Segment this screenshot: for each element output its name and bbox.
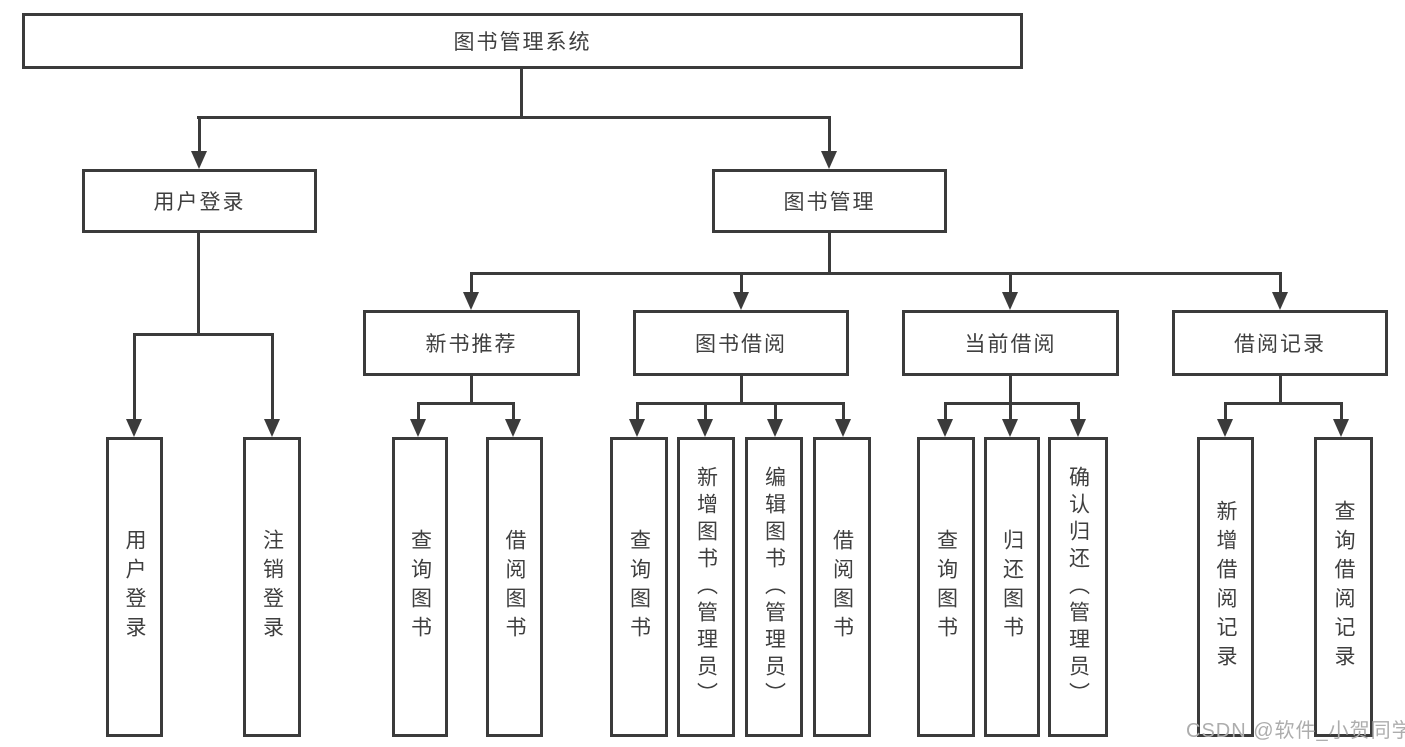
connector-line (636, 402, 639, 422)
node-borrowing-records-label: 借阅记录 (1234, 333, 1326, 356)
leaf-logout: 注销登录 (243, 437, 301, 737)
leaf-query-books-borrowing-label: 查询图书 (627, 529, 651, 645)
leaf-borrow-books-borrowing: 借阅图书 (813, 437, 871, 737)
arrow-down-icon (767, 419, 783, 437)
connector-line (1077, 402, 1080, 422)
connector-line (636, 402, 844, 405)
arrow-down-icon (1002, 292, 1018, 310)
leaf-edit-book-admin-label: 编辑图书（管理员） (762, 465, 786, 709)
arrow-down-icon (410, 419, 426, 437)
leaf-query-borrow-record-label: 查询借阅记录 (1332, 500, 1355, 674)
connector-line (520, 66, 523, 119)
connector-line (198, 116, 201, 154)
arrow-down-icon (505, 419, 521, 437)
connector-line (740, 374, 743, 405)
leaf-borrow-books-borrowing-label: 借阅图书 (830, 529, 854, 645)
node-book-management-label: 图书管理 (783, 191, 876, 214)
node-user-login: 用户登录 (82, 169, 317, 233)
connector-line (470, 374, 473, 405)
leaf-return-books-label: 归还图书 (1000, 529, 1024, 645)
leaf-return-books: 归还图书 (984, 437, 1040, 737)
leaf-query-books-current-label: 查询图书 (934, 529, 958, 645)
connector-line (1009, 402, 1012, 422)
node-library-system: 图书管理系统 (22, 13, 1023, 69)
arrow-down-icon (1070, 419, 1086, 437)
connector-line (470, 272, 1281, 275)
leaf-edit-book-admin: 编辑图书（管理员） (745, 437, 803, 737)
arrow-down-icon (1002, 419, 1018, 437)
arrow-down-icon (463, 292, 479, 310)
connector-line (704, 402, 707, 422)
arrow-down-icon (937, 419, 953, 437)
leaf-query-books-borrowing: 查询图书 (610, 437, 668, 737)
leaf-add-book-admin: 新增图书（管理员） (677, 437, 735, 737)
leaf-query-books-recommend-label: 查询图书 (408, 529, 432, 645)
node-new-book-recommendation-label: 新书推荐 (425, 333, 518, 356)
connector-line (512, 402, 515, 422)
leaf-user-login: 用户登录 (106, 437, 163, 737)
connector-line (740, 272, 743, 295)
arrow-down-icon (191, 151, 207, 169)
connector-line (1224, 402, 1342, 405)
connector-line (828, 116, 831, 154)
leaf-query-books-recommend: 查询图书 (392, 437, 448, 737)
leaf-query-books-current: 查询图书 (917, 437, 975, 737)
arrow-down-icon (1272, 292, 1288, 310)
connector-line (1009, 272, 1012, 295)
node-user-login-label: 用户登录 (153, 191, 246, 214)
node-current-borrowing-label: 当前借阅 (964, 333, 1057, 356)
arrow-down-icon (264, 419, 280, 437)
leaf-borrow-books-recommend-label: 借阅图书 (503, 529, 526, 645)
leaf-confirm-return-admin-label: 确认归还（管理员） (1066, 465, 1090, 709)
connector-line (944, 402, 947, 422)
connector-line (417, 402, 515, 405)
leaf-add-borrow-record-label: 新增借阅记录 (1214, 500, 1237, 674)
node-book-borrowing-label: 图书借阅 (695, 333, 787, 356)
connector-line (197, 116, 831, 119)
leaf-borrow-books-recommend: 借阅图书 (486, 437, 543, 737)
node-current-borrowing: 当前借阅 (902, 310, 1119, 376)
node-book-management: 图书管理 (712, 169, 947, 233)
leaf-user-login-label: 用户登录 (123, 529, 146, 645)
node-new-book-recommendation: 新书推荐 (363, 310, 580, 376)
node-book-borrowing: 图书借阅 (633, 310, 849, 376)
arrow-down-icon (629, 419, 645, 437)
connector-line (774, 402, 777, 422)
connector-line (1279, 374, 1282, 405)
arrow-down-icon (1333, 419, 1349, 437)
connector-line (271, 333, 274, 421)
connector-line (1340, 402, 1343, 422)
node-borrowing-records: 借阅记录 (1172, 310, 1388, 376)
connector-line (133, 333, 274, 336)
leaf-logout-label: 注销登录 (260, 529, 284, 645)
leaf-add-book-admin-label: 新增图书（管理员） (694, 465, 718, 709)
leaf-confirm-return-admin: 确认归还（管理员） (1048, 437, 1108, 737)
connector-line (1224, 402, 1227, 422)
arrow-down-icon (697, 419, 713, 437)
connector-line (1009, 374, 1012, 405)
connector-line (417, 402, 420, 422)
connector-line (828, 231, 831, 274)
arrow-down-icon (733, 292, 749, 310)
connector-line (470, 272, 473, 295)
arrow-down-icon (821, 151, 837, 169)
csdn-watermark: CSDN @软件_小贺同学 (1186, 720, 1405, 742)
arrow-down-icon (126, 419, 142, 437)
connector-line (1279, 272, 1282, 295)
node-library-system-label: 图书管理系统 (453, 31, 592, 54)
connector-line (133, 333, 136, 421)
leaf-add-borrow-record: 新增借阅记录 (1197, 437, 1254, 737)
arrow-down-icon (1217, 419, 1233, 437)
connector-line (842, 402, 845, 422)
connector-line (197, 231, 200, 336)
arrow-down-icon (835, 419, 851, 437)
leaf-query-borrow-record: 查询借阅记录 (1314, 437, 1373, 737)
